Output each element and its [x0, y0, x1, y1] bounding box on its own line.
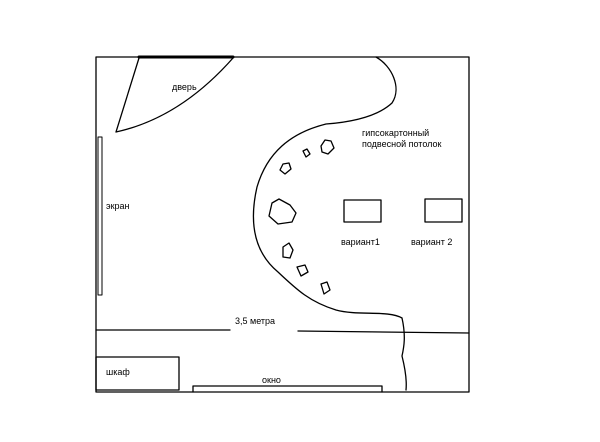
light-fixture: [268, 198, 297, 225]
dimension-label: 3,5 метра: [235, 316, 275, 326]
light-fixture: [320, 281, 331, 295]
variant1-label: вариант1: [341, 237, 380, 247]
door: [115, 55, 235, 133]
variant2-label: вариант 2: [411, 237, 452, 247]
room-outline: [95, 56, 470, 393]
door-swing: [115, 57, 234, 133]
light-fixture: [302, 148, 311, 158]
window: [192, 385, 383, 393]
screen: [97, 136, 103, 296]
ceiling-label-line2: подвесной потолок: [362, 139, 441, 149]
cabinet-label: шкаф: [106, 367, 130, 377]
variant1-fixture: [343, 199, 382, 223]
light-fixture: [320, 139, 335, 155]
door-label: дверь: [172, 82, 197, 92]
window-label: окно: [262, 375, 281, 385]
screen-label: экран: [106, 201, 130, 211]
variant2-fixture: [424, 198, 463, 223]
ceiling-label-line1: гипсокартонный: [362, 128, 429, 138]
cabinet: [95, 356, 180, 391]
light-fixture: [282, 242, 294, 259]
light-fixture: [279, 162, 292, 175]
ceiling-boundary: [252, 56, 407, 391]
dimension-line: [95, 329, 470, 334]
light-fixture: [296, 264, 309, 277]
